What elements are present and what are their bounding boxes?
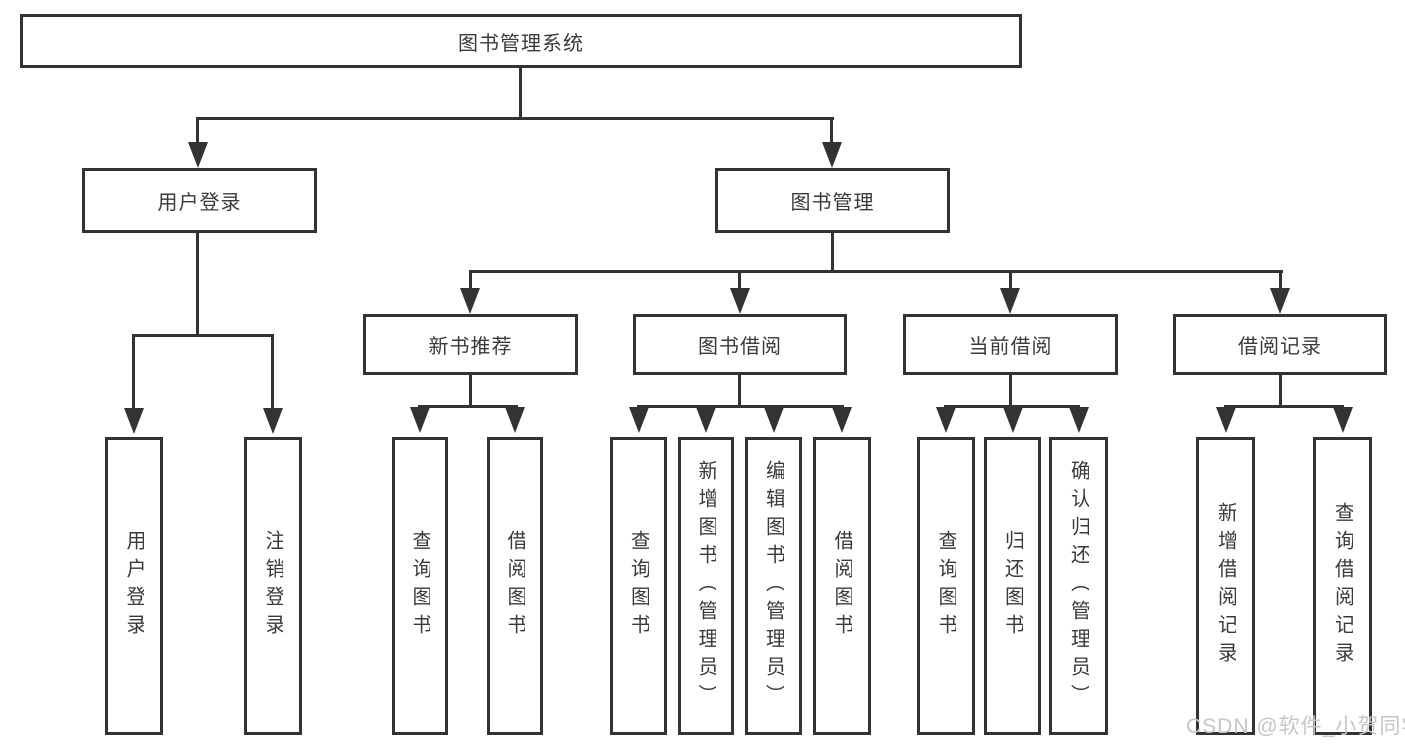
leaf-edit-books-admin-label: 编辑图书（管理员） (763, 460, 784, 712)
leaf-user-login-label: 用户登录 (124, 530, 144, 642)
arrowhead-down-icon (1003, 407, 1023, 433)
node-book-borrow: 图书借阅 (633, 314, 847, 375)
arrowhead-down-icon (629, 407, 649, 433)
connector-borrow-bar (637, 405, 844, 408)
connector-records-stem (1279, 375, 1282, 408)
node-book-management-label: 图书管理 (790, 192, 875, 214)
leaf-recommend-query-books-label: 查询图书 (410, 530, 430, 642)
leaf-recommend-query-books: 查询图书 (392, 437, 448, 735)
node-user-login-label: 用户登录 (157, 192, 242, 214)
node-new-book-recommend-label: 新书推荐 (428, 336, 513, 358)
arrowhead-down-icon (1333, 407, 1353, 433)
csdn-watermark: CSDN @软件_小贺同学 (1186, 715, 1405, 738)
leaf-add-borrow-record: 新增借阅记录 (1196, 437, 1255, 735)
node-book-borrow-label: 图书借阅 (698, 336, 782, 358)
leaf-confirm-return-admin-label: 确认归还（管理员） (1068, 460, 1089, 712)
connector-current-bar (944, 405, 1080, 408)
connector-records-bar (1224, 405, 1344, 408)
arrowhead-down-icon (410, 407, 430, 433)
node-root-label: 图书管理系统 (458, 32, 584, 55)
connector-root-bar (196, 117, 834, 120)
arrowhead-down-icon (460, 288, 480, 314)
arrowhead-down-icon (764, 407, 784, 433)
connector-mgmt-drop-2 (738, 270, 741, 292)
leaf-borrow-books-label: 借阅图书 (832, 530, 852, 642)
connector-root-drop-left (196, 117, 199, 145)
node-new-book-recommend: 新书推荐 (363, 314, 578, 375)
arrowhead-down-icon (505, 407, 525, 433)
leaf-confirm-return-admin: 确认归还（管理员） (1049, 437, 1108, 735)
connector-mgmt-drop-4 (1279, 270, 1282, 292)
arrowhead-down-icon (822, 142, 842, 168)
leaf-user-login: 用户登录 (105, 437, 163, 735)
connector-mgmt-drop-3 (1009, 270, 1012, 292)
arrowhead-down-icon (696, 407, 716, 433)
connector-mgmt-bar (469, 270, 1283, 273)
connector-login-stem (196, 233, 199, 337)
node-book-management: 图书管理 (715, 168, 950, 233)
node-current-borrow: 当前借阅 (903, 314, 1118, 375)
connector-borrow-stem (738, 375, 741, 408)
leaf-add-books-admin: 新增图书（管理员） (678, 437, 734, 735)
arrowhead-down-icon (188, 142, 208, 168)
node-borrow-records: 借阅记录 (1173, 314, 1387, 375)
leaf-edit-books-admin: 编辑图书（管理员） (745, 437, 802, 735)
node-borrow-records-label: 借阅记录 (1238, 336, 1322, 358)
leaf-query-borrow-record-label: 查询借阅记录 (1332, 502, 1353, 670)
connector-login-drop-1 (132, 334, 135, 410)
connector-login-drop-2 (271, 334, 274, 410)
leaf-add-borrow-record-label: 新增借阅记录 (1215, 502, 1236, 670)
arrowhead-down-icon (1270, 288, 1290, 314)
leaf-borrow-query-books-label: 查询图书 (628, 530, 649, 642)
arrowhead-down-icon (1000, 288, 1020, 314)
leaf-recommend-borrow-books-label: 借阅图书 (505, 530, 525, 642)
node-current-borrow-label: 当前借阅 (968, 336, 1053, 358)
arrowhead-down-icon (832, 407, 852, 433)
leaf-current-query-books: 查询图书 (917, 437, 975, 735)
node-root: 图书管理系统 (20, 14, 1022, 68)
leaf-logout: 注销登录 (244, 437, 302, 735)
connector-recommend-bar (418, 405, 518, 408)
connector-root-drop-right (830, 117, 833, 145)
arrowhead-down-icon (730, 288, 750, 314)
arrowhead-down-icon (1216, 407, 1236, 433)
arrowhead-down-icon (263, 408, 283, 434)
leaf-borrow-books: 借阅图书 (813, 437, 871, 735)
leaf-logout-label: 注销登录 (263, 530, 283, 642)
leaf-return-books-label: 归还图书 (1002, 530, 1023, 642)
connector-current-stem (1009, 375, 1012, 408)
leaf-current-query-books-label: 查询图书 (936, 530, 956, 642)
leaf-query-borrow-record: 查询借阅记录 (1313, 437, 1372, 735)
node-user-login: 用户登录 (82, 168, 317, 233)
connector-login-bar (132, 334, 274, 337)
connector-recommend-stem (469, 375, 472, 408)
connector-root-stem (519, 68, 522, 120)
arrowhead-down-icon (936, 407, 956, 433)
leaf-borrow-query-books: 查询图书 (610, 437, 667, 735)
leaf-add-books-admin-label: 新增图书（管理员） (696, 460, 716, 712)
arrowhead-down-icon (1069, 407, 1089, 433)
arrowhead-down-icon (124, 408, 144, 434)
connector-mgmt-drop-1 (469, 270, 472, 292)
leaf-return-books: 归还图书 (984, 437, 1041, 735)
leaf-recommend-borrow-books: 借阅图书 (487, 437, 543, 735)
connector-mgmt-stem (831, 233, 834, 273)
